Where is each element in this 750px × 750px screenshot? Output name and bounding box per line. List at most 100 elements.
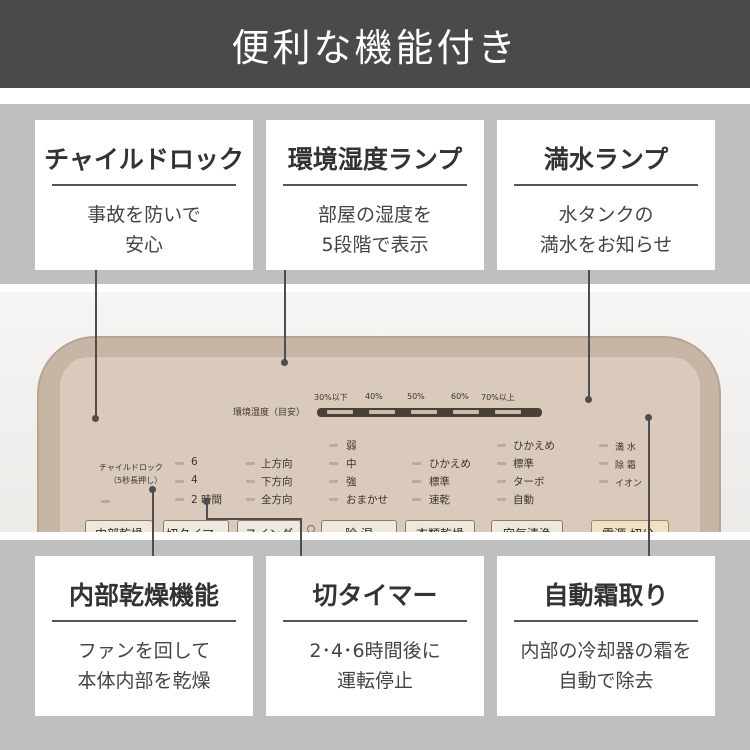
laundry-led [412, 480, 421, 483]
feature-card-humidity-lamp: 環境湿度ランプ 部屋の湿度を 5段階で表示 [266, 120, 484, 270]
dehumid-led [329, 480, 338, 483]
humidity-step: 30%以下 [314, 393, 348, 402]
connector-off-timer-v1 [206, 502, 208, 519]
status-lamp-label: イオン [615, 479, 643, 489]
air-option: ひかえめ [513, 440, 555, 452]
connector-auto-defrost [648, 418, 650, 556]
air-option: ターボ [513, 476, 545, 488]
air-option: 自動 [513, 494, 534, 506]
feature-title: チャイルドロック [44, 145, 244, 174]
humidity-step: 60% [451, 392, 469, 401]
dehumid-option: 強 [346, 476, 357, 488]
connector-internal-dry [152, 490, 154, 556]
humidity-led [411, 410, 437, 414]
humidity-step: 40% [365, 392, 383, 401]
laundry-dry-button[interactable]: 衣類乾燥 [405, 520, 475, 532]
child-lock-label: チャイルドロック [99, 463, 163, 472]
feature-description: 部屋の湿度を 5段階で表示 [317, 204, 432, 256]
swing-led [246, 480, 255, 483]
air-led [497, 498, 506, 501]
connector-dot [281, 359, 288, 366]
connector-full-water [588, 270, 590, 400]
humidity-indicator-bar [317, 408, 542, 417]
feature-title: 切タイマー [312, 581, 438, 610]
air-option: 標準 [513, 458, 534, 470]
humidity-label: 環境湿度（目安） [233, 408, 306, 418]
dehumidify-button[interactable]: 除 湿 [321, 520, 397, 532]
feature-description: 事故を防いで 安心 [87, 204, 201, 256]
air-led [497, 444, 506, 447]
dehumid-led [329, 498, 338, 501]
swing-led [246, 462, 255, 465]
air-led [497, 462, 506, 465]
humidity-step: 70%以上 [481, 393, 515, 402]
dehumid-led [329, 462, 338, 465]
connector-dot [645, 414, 652, 421]
ion-indicator-dot [307, 525, 315, 532]
humidity-led [369, 410, 395, 414]
full-water-led [599, 444, 608, 447]
timer-led [175, 480, 184, 483]
feature-title: 環境湿度ランプ [287, 145, 463, 174]
control-panel-photo: 環境湿度（目安） 30%以下 40% 50% 60% 70%以上 チャイルドロッ… [0, 292, 750, 532]
swing-option: 上方向 [261, 458, 293, 470]
laundry-led [412, 462, 421, 465]
timer-hours: 6 [191, 456, 198, 468]
connector-dot [149, 486, 156, 493]
feature-card-off-timer: 切タイマー 2･4･6時間後に 運転停止 [266, 556, 484, 716]
humidity-led [453, 410, 479, 414]
feature-title: 自動霜取り [543, 581, 669, 610]
humidity-step: 50% [407, 392, 425, 401]
off-timer-button[interactable]: 切タイマー [163, 520, 229, 532]
divider [283, 184, 467, 186]
power-button[interactable]: 電源 切/入 [591, 520, 669, 532]
control-panel: 環境湿度（目安） 30%以下 40% 50% 60% 70%以上 チャイルドロッ… [37, 336, 721, 532]
dehumid-led [329, 444, 338, 447]
child-lock-note: （5秒長押し） [109, 476, 163, 485]
connector-dot [203, 498, 210, 505]
air-purify-button[interactable]: 空気清浄 [491, 520, 563, 532]
connector-dot [92, 415, 99, 422]
swing-button[interactable]: スイング [237, 520, 301, 532]
feature-title: 内部乾燥機能 [68, 581, 219, 610]
defrost-led [599, 462, 608, 465]
feature-card-full-water-lamp: 満水ランプ 水タンクの 満水をお知らせ [497, 120, 715, 270]
connector-child-lock [95, 270, 97, 418]
connector-dot [585, 396, 592, 403]
timer-led [175, 462, 184, 465]
connector-off-timer-v2 [300, 518, 302, 556]
status-lamp-label: 除 霜 [615, 461, 636, 471]
feature-description: 2･4･6時間後に 運転停止 [309, 640, 441, 692]
feature-card-internal-dry: 内部乾燥機能 ファンを回して 本体内部を乾燥 [35, 556, 253, 716]
connector-off-timer-h [206, 518, 302, 520]
divider [514, 184, 698, 186]
timer-led [175, 498, 184, 501]
swing-option: 全方向 [261, 494, 293, 506]
feature-description: 内部の冷却器の霜を 自動で除去 [520, 640, 692, 692]
header-banner: 便利な機能付き [0, 0, 750, 88]
swing-option: 下方向 [261, 476, 293, 488]
timer-hours: 4 [191, 474, 198, 486]
divider [283, 620, 467, 622]
swing-led [246, 498, 255, 501]
child-lock-led [101, 500, 110, 503]
laundry-option: 速乾 [429, 494, 450, 506]
connector-humidity [284, 270, 286, 362]
ion-led [599, 480, 608, 483]
internal-dry-button[interactable]: 内部乾燥 [85, 520, 153, 532]
dehumid-option: おまかせ [346, 494, 388, 506]
feature-card-child-lock: チャイルドロック 事故を防いで 安心 [35, 120, 253, 270]
feature-description: ファンを回して 本体内部を乾燥 [77, 640, 211, 692]
page-title: 便利な機能付き [231, 25, 519, 70]
feature-card-auto-defrost: 自動霜取り 内部の冷却器の霜を 自動で除去 [497, 556, 715, 716]
divider [52, 184, 236, 186]
control-panel-face [59, 356, 701, 532]
feature-title: 満水ランプ [543, 145, 669, 174]
divider [514, 620, 698, 622]
dehumid-option: 中 [346, 458, 357, 470]
air-led [497, 480, 506, 483]
laundry-option: ひかえめ [429, 458, 471, 470]
laundry-option: 標準 [429, 476, 450, 488]
laundry-led [412, 498, 421, 501]
status-lamp-label: 満 水 [615, 443, 636, 453]
